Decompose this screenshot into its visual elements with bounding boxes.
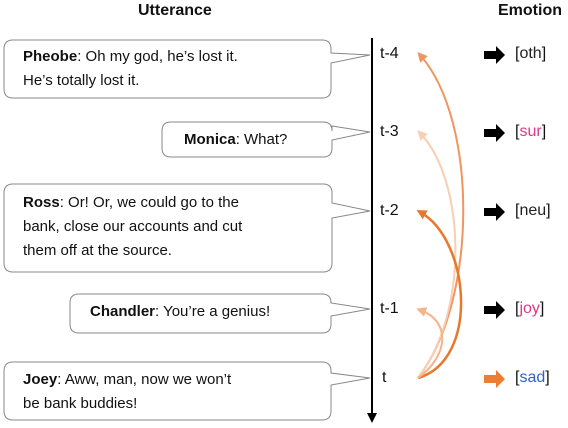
timestep-label: t-3 (380, 123, 399, 140)
arc-t-to-t-2 (416, 210, 463, 380)
utterance-ross: Ross: Or! Or, we could go to the bank, c… (23, 191, 323, 263)
utterance-header: Utterance (138, 2, 212, 19)
utterance-text: be bank buddies! (23, 395, 138, 412)
emotion-text: oth (519, 45, 542, 62)
bubble-chandler-shape (69, 293, 371, 334)
timestep-label: t-4 (380, 45, 399, 62)
utterance-text: He’s totally lost it. (23, 72, 140, 89)
emotion-label-sad: [sad] (515, 369, 550, 386)
arc-t-to-t-1 (416, 307, 444, 379)
emotion-arrow-sad (484, 370, 505, 388)
utterance-monica: Monica: What? (184, 128, 287, 152)
bubble-pheobe-shape (3, 39, 371, 99)
emotion-header: Emotion (498, 2, 562, 19)
utterance-text: them off at the source. (23, 242, 172, 259)
timestep-label: t (382, 369, 387, 386)
timestep-label: t-1 (380, 300, 399, 317)
timestep-label: t-2 (380, 202, 399, 219)
utterance-pheobe: Pheobe: Oh my god, he’s lost it. He’s to… (23, 45, 323, 93)
utterance-text: : You’re a genius! (155, 303, 271, 320)
bubble-joey-shape (3, 361, 371, 421)
emotion-text: sad (519, 369, 546, 386)
utterance-chandler: Chandler: You’re a genius! (90, 300, 270, 324)
speaker-name: Ross (23, 194, 60, 211)
utterance-text: : Oh my god, he’s lost it. (77, 48, 238, 65)
emotion-arrow-joy (484, 301, 505, 319)
emotion-text: sur (519, 123, 542, 140)
speaker-name: Chandler (90, 303, 156, 320)
speaker-name: Joey (23, 371, 58, 388)
emotion-label-sur: [sur] (515, 123, 547, 140)
utterance-text: : What? (235, 131, 288, 148)
emotion-arrow-neu (484, 203, 505, 221)
emotion-label-neu: [neu] (515, 202, 551, 219)
emotion-label-oth: [oth] (515, 45, 547, 62)
arc-t-to-t-3 (417, 130, 457, 379)
bubble-ross-shape (3, 183, 371, 273)
utterance-text: bank, close our accounts and cut (23, 218, 243, 235)
utterance-text: : Aww, man, now we won’t (57, 371, 232, 388)
speaker-name: Pheobe (23, 48, 78, 65)
utterance-joey: Joey: Aww, man, now we won’t be bank bud… (23, 368, 323, 416)
utterance-text: : Or! Or, we could go to the (59, 194, 239, 211)
emotion-arrow-sur (484, 124, 505, 142)
emotion-label-joy: [joy] (515, 300, 545, 317)
emotion-arrow-oth (484, 46, 505, 64)
bubble-monica-shape (161, 121, 371, 158)
speaker-name: Monica (184, 131, 236, 148)
emotion-text: joy (519, 300, 540, 317)
emotion-text: neu (519, 202, 547, 219)
